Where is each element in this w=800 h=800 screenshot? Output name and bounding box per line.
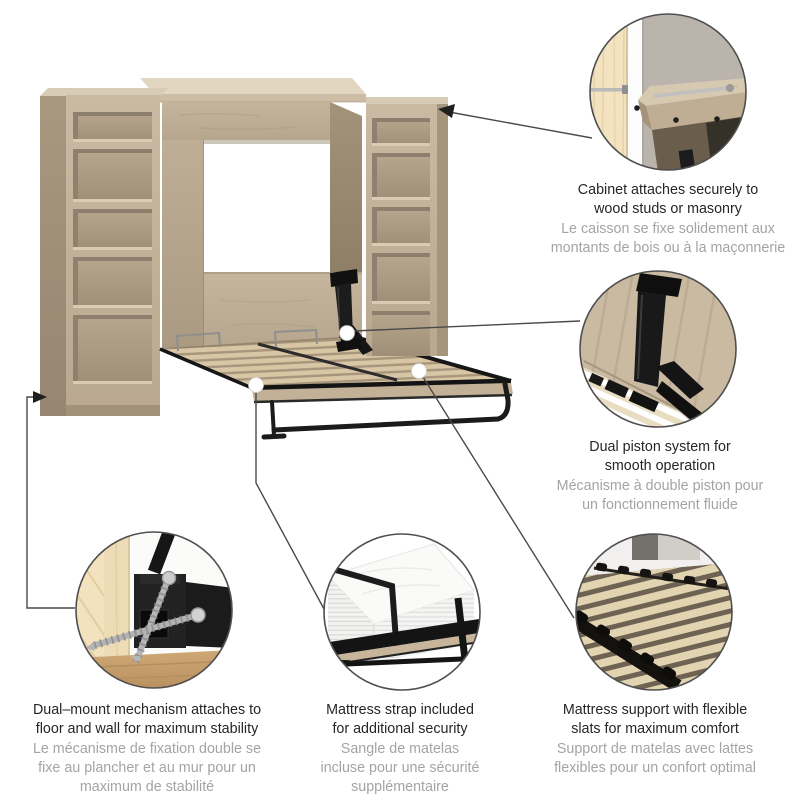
lag-screws xyxy=(86,570,206,664)
left-bookcase-shelves xyxy=(66,112,160,416)
bed-frame-detail xyxy=(324,597,480,668)
callout-dot-piston xyxy=(339,325,355,341)
caption-mattress-strap-fr: Sangle de matelas incluse pour une sécur… xyxy=(320,741,480,795)
cabinet-top-board xyxy=(140,78,366,103)
murphy-bed-product xyxy=(40,78,513,440)
caption-cabinet-mount-fr: Le caisson se fixe solidement aux montan… xyxy=(550,221,786,256)
floor-bracket xyxy=(134,532,232,648)
left-bookcase xyxy=(40,88,168,416)
bed-frame xyxy=(159,335,513,440)
arrowhead-cabinet xyxy=(438,104,455,118)
caption-mattress-strap: Mattress strap included for additional s… xyxy=(298,701,502,797)
right-bookcase-shelves xyxy=(372,118,430,356)
callout-dot-strap xyxy=(248,377,264,393)
detail-circle-borders xyxy=(75,13,747,691)
caption-cabinet-mount: Cabinet attaches securely to wood studs … xyxy=(536,181,800,258)
detail-circle-slats xyxy=(576,534,732,690)
caption-piston-en: Dual piston system for smooth operation xyxy=(589,439,731,474)
leader-dual-mount xyxy=(26,396,75,609)
right-bookcase xyxy=(366,97,448,356)
leader-slats xyxy=(422,376,575,619)
detail-circle-mattress-strap xyxy=(324,534,480,690)
caption-dual-mount: Dual–mount mechanism attaches to floor a… xyxy=(6,701,288,797)
leader-cabinet-mount xyxy=(448,111,593,139)
callout-dot-slats xyxy=(411,363,427,379)
mounting-screws xyxy=(590,84,734,98)
detail-circle-piston xyxy=(580,271,736,427)
arrowhead-dual-mount xyxy=(33,391,47,403)
leader-strap xyxy=(255,392,325,610)
bed-cabinet xyxy=(162,102,362,350)
caption-mattress-strap-en: Mattress strap included for additional s… xyxy=(326,702,474,737)
side-rail xyxy=(576,610,682,690)
piston-arm xyxy=(634,273,704,421)
caption-slats-en: Mattress support with flexible slats for… xyxy=(562,702,748,737)
strap xyxy=(335,567,400,655)
caption-cabinet-mount-en: Cabinet attaches securely to wood studs … xyxy=(577,182,759,217)
callout-dots xyxy=(248,325,427,393)
caption-piston-fr: Mécanisme à double piston pour un foncti… xyxy=(556,478,764,513)
caption-slats-fr: Support de matelas avec lattes flexibles… xyxy=(554,741,756,776)
leg-support-bar xyxy=(261,381,511,440)
deck-front-wood-strip xyxy=(252,383,513,401)
caption-dual-mount-en: Dual–mount mechanism attaches to floor a… xyxy=(32,702,262,737)
caption-piston: Dual piston system for smooth operation … xyxy=(528,438,792,515)
caption-slats: Mattress support with flexible slats for… xyxy=(520,701,790,778)
mattress-retainer-wires xyxy=(175,328,318,352)
leader-piston xyxy=(353,320,581,332)
deck-center-seam xyxy=(257,342,398,382)
caption-dual-mount-fr: Le mécanisme de fixation double se fixe … xyxy=(32,741,262,795)
